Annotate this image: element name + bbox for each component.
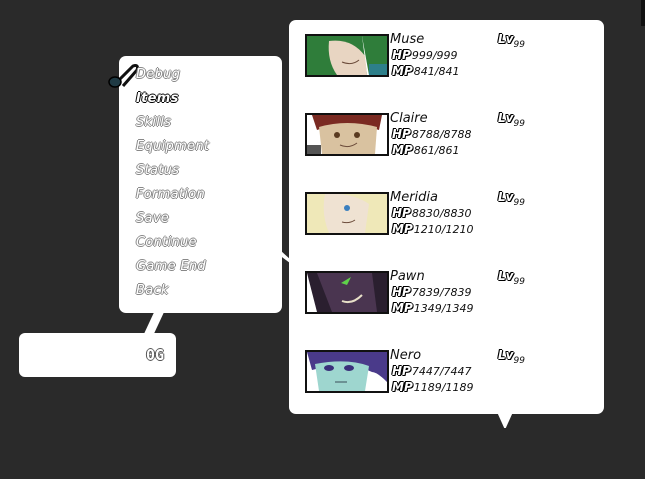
mp-label: MP — [392, 301, 413, 315]
menu-item-skills[interactable]: Skills — [136, 115, 172, 130]
level-badge: Lv99 — [498, 348, 525, 366]
mp-stat: MP1349/1349 — [392, 301, 473, 315]
menu-item-items[interactable]: Items — [136, 91, 179, 106]
party-status-panel: Muse HP999/999 MP841/841 Lv99 Claire HP8… — [289, 20, 604, 414]
hp-label: HP — [392, 127, 411, 141]
mp-label: MP — [392, 64, 413, 78]
menu-item-debug[interactable]: Debug — [136, 67, 181, 82]
menu-item-formation[interactable]: Formation — [136, 187, 206, 202]
mp-value: 1210/1210 — [413, 223, 474, 236]
party-member-nero[interactable]: Nero HP7447/7447 MP1189/1189 Lv99 — [289, 336, 604, 396]
level-label: Lv — [498, 111, 514, 125]
level-label: Lv — [498, 190, 514, 204]
mp-value: 1189/1189 — [413, 381, 474, 394]
portrait-nero — [305, 350, 389, 393]
level-value: 99 — [513, 277, 525, 287]
mp-label: MP — [392, 380, 413, 394]
menu-item-equipment[interactable]: Equipment — [136, 139, 210, 154]
level-badge: Lv99 — [498, 269, 525, 287]
level-badge: Lv99 — [498, 190, 525, 208]
member-name: Pawn — [390, 269, 425, 284]
level-label: Lv — [498, 348, 514, 362]
music-note-icon — [108, 64, 139, 88]
hp-label: HP — [392, 364, 411, 378]
portrait-muse — [305, 34, 389, 77]
gold-amount: 0G — [145, 346, 164, 364]
portrait-pawn — [305, 271, 389, 314]
mp-stat: MP1210/1210 — [392, 222, 473, 236]
portrait-claire — [305, 113, 389, 156]
command-menu — [119, 56, 282, 313]
mp-stat: MP861/861 — [392, 143, 459, 157]
party-member-claire[interactable]: Claire HP8788/8788 MP861/861 Lv99 — [289, 99, 604, 159]
member-name: Meridia — [390, 190, 439, 205]
hp-stat: HP8788/8788 — [392, 127, 472, 141]
menu-item-save[interactable]: Save — [136, 211, 170, 226]
hp-label: HP — [392, 285, 411, 299]
mp-value: 841/841 — [413, 65, 460, 78]
member-name: Nero — [390, 348, 422, 363]
mp-value: 1349/1349 — [413, 302, 474, 315]
hp-value: 8788/8788 — [411, 128, 472, 141]
hp-stat: HP999/999 — [392, 48, 458, 62]
mp-value: 861/861 — [413, 144, 460, 157]
mp-stat: MP1189/1189 — [392, 380, 473, 394]
hp-value: 999/999 — [411, 49, 458, 62]
hp-value: 7839/7839 — [411, 286, 472, 299]
gold-window: 0G — [19, 333, 176, 377]
level-badge: Lv99 — [498, 111, 525, 129]
hp-stat: HP7447/7447 — [392, 364, 472, 378]
menu-item-continue[interactable]: Continue — [136, 235, 197, 250]
mp-label: MP — [392, 222, 413, 236]
member-name: Muse — [390, 32, 425, 47]
hp-stat: HP8830/8830 — [392, 206, 472, 220]
menu-item-status[interactable]: Status — [136, 163, 180, 178]
member-name: Claire — [390, 111, 428, 126]
level-label: Lv — [498, 269, 514, 283]
hp-value: 7447/7447 — [411, 365, 472, 378]
party-member-pawn[interactable]: Pawn HP7839/7839 MP1349/1349 Lv99 — [289, 257, 604, 317]
hp-label: HP — [392, 206, 411, 220]
mp-stat: MP841/841 — [392, 64, 459, 78]
level-value: 99 — [513, 119, 525, 129]
menu-item-game-end[interactable]: Game End — [136, 259, 206, 274]
menu-item-back[interactable]: Back — [136, 283, 169, 298]
mp-label: MP — [392, 143, 413, 157]
portrait-meridia — [305, 192, 389, 235]
level-value: 99 — [513, 40, 525, 50]
hp-value: 8830/8830 — [411, 207, 472, 220]
window-edge — [641, 0, 645, 26]
level-badge: Lv99 — [498, 32, 525, 50]
level-value: 99 — [513, 356, 525, 366]
level-label: Lv — [498, 32, 514, 46]
level-value: 99 — [513, 198, 525, 208]
party-pointer — [497, 412, 513, 428]
party-member-muse[interactable]: Muse HP999/999 MP841/841 Lv99 — [289, 20, 604, 80]
hp-label: HP — [392, 48, 411, 62]
party-member-meridia[interactable]: Meridia HP8830/8830 MP1210/1210 Lv99 — [289, 178, 604, 238]
hp-stat: HP7839/7839 — [392, 285, 472, 299]
